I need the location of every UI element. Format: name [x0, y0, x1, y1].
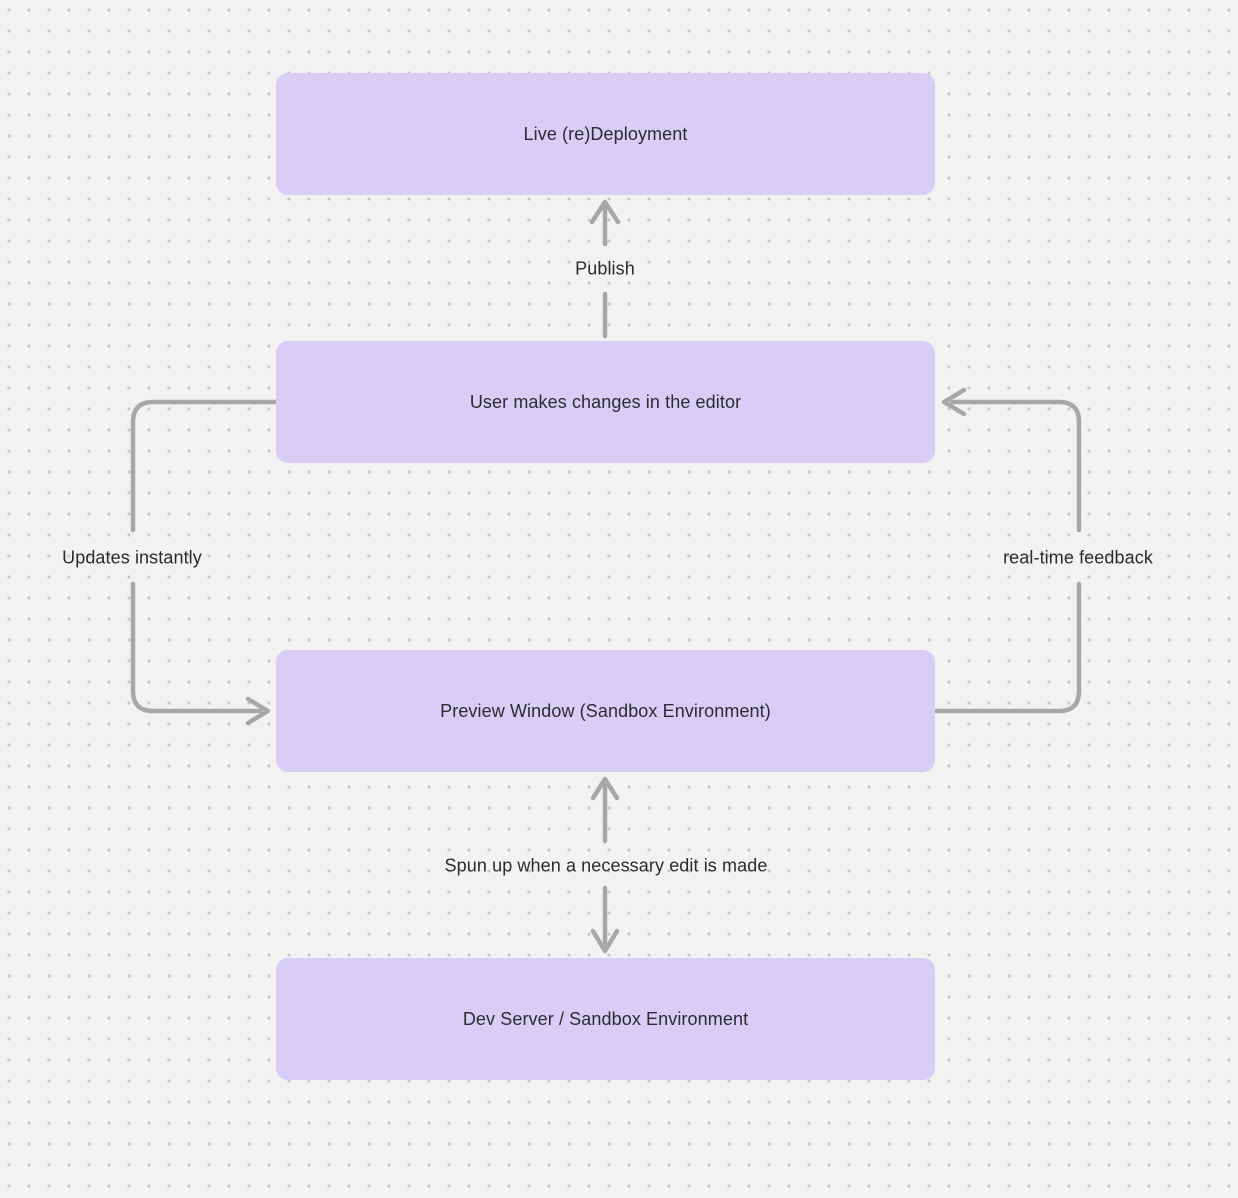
node-label: Dev Server / Sandbox Environment [462, 1008, 749, 1029]
edge-label-spun-up: Spun up when a necessary edit is made [444, 855, 768, 876]
node-label: Live (re)Deployment [523, 123, 688, 144]
arrow-right-icon [245, 696, 271, 726]
edge-updates-instantly-arrow [130, 399, 279, 726]
edge-label-updates-instantly: Updates instantly [62, 547, 202, 568]
edge-spun-up-arrow [590, 776, 620, 954]
arrow-left-icon [941, 387, 967, 417]
edge-feedback-upper-curve [949, 399, 1082, 533]
edge-updates-lower-curve [130, 581, 263, 714]
edge-feedback-lower-curve [932, 581, 1082, 714]
node-user-editor[interactable]: User makes changes in the editor [276, 341, 935, 463]
node-preview-window[interactable]: Preview Window (Sandbox Environment) [276, 650, 935, 772]
node-label: Preview Window (Sandbox Environment) [440, 700, 771, 721]
node-dev-server[interactable]: Dev Server / Sandbox Environment [276, 958, 935, 1080]
arrow-up-icon [590, 776, 620, 801]
node-label: User makes changes in the editor [469, 391, 742, 412]
edge-real-time-feedback-arrow [932, 387, 1082, 714]
arrow-down-icon [590, 928, 620, 954]
arrow-up-icon [589, 199, 621, 225]
edge-label-publish: Publish [575, 258, 635, 279]
edge-label-real-time-feedback: real-time feedback [1003, 547, 1153, 568]
node-live-redeployment[interactable]: Live (re)Deployment [276, 73, 935, 195]
edge-updates-upper-curve [130, 399, 279, 533]
edge-publish-arrow [589, 199, 621, 339]
